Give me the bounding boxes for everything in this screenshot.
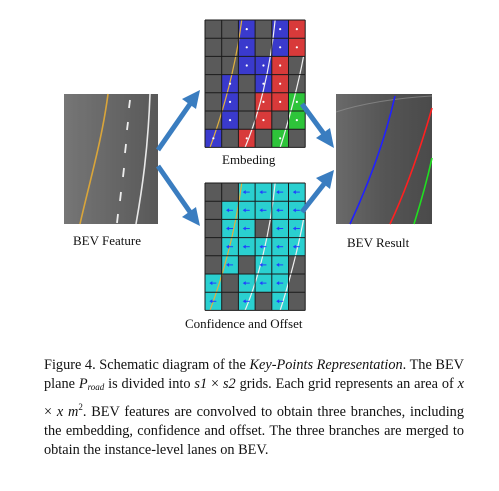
result-red-lane: [389, 107, 433, 225]
offset-arrow-head: [242, 226, 246, 231]
grid-lane-white: [244, 19, 276, 148]
offset-arrow-head: [292, 226, 296, 231]
dashed-lane-line: [116, 99, 131, 224]
embedding-grid: [204, 19, 306, 148]
key-point-dot: [279, 28, 282, 31]
caption-text: is divided into: [104, 376, 195, 393]
offset-arrow-head: [226, 208, 230, 213]
offset-arrow-head: [276, 262, 280, 267]
key-point-dot: [212, 137, 215, 140]
yellow-lane-line: [79, 93, 109, 225]
key-point-dot: [262, 64, 265, 67]
arrow-to-embedding: [155, 90, 200, 152]
offset-arrow-head: [209, 281, 213, 286]
key-point-dot: [245, 64, 248, 67]
key-point-dot: [279, 137, 282, 140]
caption-text: grids. Each grid represents an area of: [235, 376, 458, 393]
caption-math: m: [63, 403, 79, 420]
offset-arrow-head: [226, 244, 230, 249]
flow-arrows: [155, 90, 334, 226]
offset-arrow-head: [276, 208, 280, 213]
offset-arrow-head: [292, 208, 296, 213]
bev-feature-label: BEV Feature: [73, 233, 141, 248]
key-point-dot: [295, 46, 298, 49]
caption-text: ×: [44, 403, 57, 420]
key-point-dot: [262, 100, 265, 103]
key-point-dot: [279, 64, 282, 67]
key-point-dot: [295, 100, 298, 103]
grid-lane-white: [279, 219, 305, 311]
confidence-offset-grid: [204, 182, 306, 311]
offset-arrow-head: [242, 208, 246, 213]
key-point-dot: [279, 82, 282, 85]
key-point-dot: [262, 82, 265, 85]
key-point-dot: [228, 100, 232, 103]
caption-math-superscript: 2: [78, 401, 83, 412]
offset-arrow-head: [242, 244, 246, 249]
offset-arrow-head: [276, 244, 280, 249]
key-point-dot: [295, 119, 298, 122]
bev-result-image: [335, 94, 433, 225]
key-point-dot: [228, 119, 232, 122]
offset-arrow-head: [276, 281, 280, 286]
caption-text: . BEV features are convolved to obtain t…: [44, 403, 464, 459]
caption-math: P: [78, 376, 88, 393]
offset-arrow-head: [242, 281, 246, 286]
caption-text: . The BEV plane: [44, 357, 465, 393]
offset-arrow-head: [242, 190, 246, 195]
offset-arrow-head: [226, 226, 230, 231]
key-point-dot: [279, 46, 282, 49]
arrow-to-confidence: [155, 164, 200, 226]
key-point-dot: [279, 100, 282, 103]
bev-result-label: BEV Result: [347, 235, 410, 250]
key-point-dot: [295, 28, 298, 31]
offset-arrow-head: [259, 208, 263, 213]
figure-caption: Figure 4. Schematic diagram of the Key-P…: [44, 356, 464, 460]
figure: BEV Feature Embeding Confidence and Offs…: [64, 19, 433, 331]
grid-lane-white: [279, 56, 305, 148]
offset-arrow-head: [226, 262, 230, 267]
caption-math: x: [56, 403, 64, 420]
offset-arrow-head: [276, 190, 280, 195]
caption-math: s1: [194, 376, 208, 393]
key-point-dot: [262, 119, 265, 122]
offset-arrow-head: [276, 226, 280, 231]
key-point-dot: [245, 46, 248, 49]
caption-text: Schematic diagram of the: [95, 357, 250, 373]
offset-arrow-head: [292, 244, 296, 249]
offset-arrow-head: [242, 299, 246, 304]
result-green-lane: [413, 157, 433, 225]
bev-feature-image: [64, 93, 158, 225]
arrow-from-confidence: [300, 170, 334, 214]
offset-arrow-head: [276, 299, 280, 304]
grid-lane-yellow: [209, 19, 243, 148]
white-lane-line: [135, 93, 151, 225]
offset-arrow-head: [259, 262, 263, 267]
caption-math-subscript: road: [87, 382, 105, 393]
grid-lane-yellow: [209, 182, 243, 311]
caption-math: x: [457, 376, 464, 393]
offset-arrow-head: [292, 190, 296, 195]
caption-label: Figure 4.: [44, 357, 96, 373]
offset-arrow-head: [259, 190, 263, 195]
caption-math: s2: [222, 376, 236, 393]
arrow-from-embedding: [299, 102, 334, 148]
figure-diagram: [64, 19, 433, 311]
caption-text: ×: [207, 376, 223, 393]
key-point-dot: [245, 137, 248, 140]
caption-emphasis: Key-Points Representation: [249, 357, 403, 373]
confidence-offset-label: Confidence and Offset: [185, 316, 303, 331]
grid-lane-white: [244, 182, 276, 311]
embedding-label: Embeding: [222, 152, 276, 167]
result-blue-lane: [349, 95, 396, 225]
key-point-dot: [245, 28, 248, 31]
key-point-dot: [228, 82, 232, 85]
offset-arrow-head: [209, 299, 213, 304]
offset-arrow-head: [259, 281, 263, 286]
offset-arrow-head: [259, 244, 263, 249]
